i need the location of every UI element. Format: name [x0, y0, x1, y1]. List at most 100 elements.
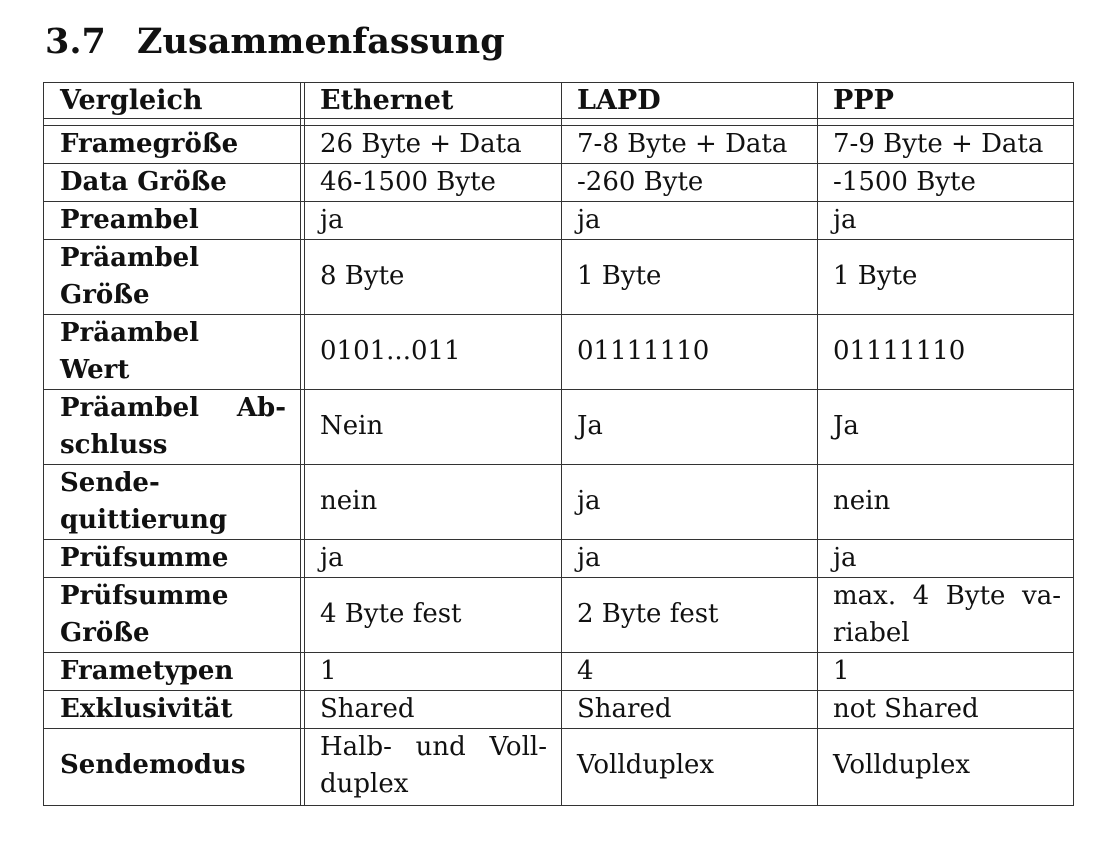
table-cell-text: ja [320, 542, 344, 573]
table-row-rule [44, 728, 1073, 729]
table-cell: 4 [561, 652, 817, 690]
table-row-rule [44, 690, 1073, 691]
table-cell: not Shared [817, 690, 1075, 728]
row-label-text: Frametypen [60, 655, 234, 686]
column-header-text: LAPD [577, 84, 661, 116]
table-cell: ja [561, 201, 817, 239]
table-column-rule [304, 82, 305, 805]
table-cell: ja [561, 539, 817, 577]
table-cell: Shared [561, 690, 817, 728]
row-label: Data Größe [44, 163, 300, 201]
row-label: Sende-quittierung [44, 464, 300, 539]
table-cell: 2 Byte fest [561, 577, 817, 652]
table-column-rule [817, 82, 818, 805]
table-row-rule [44, 201, 1073, 202]
table-cell-text: Nein [320, 411, 384, 441]
table-cell-text: 46-1500 Byte [320, 166, 496, 197]
table-cell: 26 Byte + Data [304, 125, 561, 163]
table-cell-text: 2 Byte fest [577, 599, 719, 629]
row-label: Frametypen [44, 652, 300, 690]
row-label-text: Sende-quittierung [60, 467, 228, 535]
column-header-ppp: PPP [817, 82, 1075, 118]
table-cell-text: Vollduplex [577, 750, 715, 780]
column-header-text: Ethernet [320, 84, 454, 116]
table-cell: -1500 Byte [817, 163, 1075, 201]
table-cell-text: 1 Byte [833, 261, 918, 291]
table-border-top [44, 82, 1073, 83]
table-cell: Ja [817, 389, 1075, 464]
table-cell-text: 1 [833, 655, 850, 686]
table-cell-text: 01111110 [577, 336, 710, 366]
table-row-rule [44, 239, 1073, 240]
column-header-text: PPP [833, 84, 894, 116]
table-cell: 1 Byte [561, 239, 817, 314]
table-cell-text: Shared [320, 693, 415, 724]
table-cell: 7-8 Byte + Data [561, 125, 817, 163]
table-cell-text: 26 Byte + Data [320, 128, 522, 159]
table-cell-text: ja [320, 204, 344, 235]
row-label: Sendemodus [44, 728, 300, 803]
table-cell-text: Ja [577, 411, 603, 441]
table-cell-text: 7-9 Byte + Data [833, 128, 1044, 159]
table-cell-text: 8 Byte [320, 261, 405, 291]
table-cell-text: -1500 Byte [833, 166, 976, 197]
table-row-rule [44, 314, 1073, 315]
column-header-lapd: LAPD [561, 82, 817, 118]
table-cell-text: not Shared [833, 693, 979, 724]
table-cell-text: 1 Byte [577, 261, 662, 291]
table-cell: ja [304, 539, 561, 577]
row-label-text: Prüfsumme [60, 542, 229, 573]
row-label: Framegröße [44, 125, 300, 163]
table-cell: 7-9 Byte + Data [817, 125, 1075, 163]
table-cell: 1 [817, 652, 1075, 690]
section-number: 3.7 [45, 21, 106, 62]
table-cell-text: -260 Byte [577, 166, 704, 197]
table-cell: 1 [304, 652, 561, 690]
table-cell: 8 Byte [304, 239, 561, 314]
table-row-rule [44, 389, 1073, 390]
table-cell: Ja [561, 389, 817, 464]
table-cell: Nein [304, 389, 561, 464]
table-cell-text: Vollduplex [833, 750, 971, 780]
table-cell: 46-1500 Byte [304, 163, 561, 201]
table-row-rule [44, 577, 1073, 578]
table-cell: 01111110 [561, 314, 817, 389]
table-row-rule [44, 464, 1073, 465]
table-header-rule [44, 118, 1073, 119]
table-cell-text: ja [577, 542, 601, 573]
table-row-rule [44, 652, 1073, 653]
row-label-text: Exklusivität [60, 693, 233, 724]
table-cell-text: nein [320, 486, 378, 516]
table-cell: ja [561, 464, 817, 539]
table-cell-text: 7-8 Byte + Data [577, 128, 788, 159]
comparison-table: Vergleich Ethernet LAPD PPP Framegröße 26 Byt… [43, 82, 1074, 806]
table-column-rule [300, 82, 301, 805]
table-cell: Vollduplex [817, 728, 1075, 803]
table-cell: 0101...011 [304, 314, 561, 389]
section-title: Zusammenfassung [137, 21, 505, 62]
table-cell-text: 01111110 [833, 336, 966, 366]
row-label: Exklusivität [44, 690, 300, 728]
table-cell-text: ja [833, 204, 857, 235]
table-cell-text: 0101...011 [320, 336, 461, 366]
column-header-text: Vergleich [60, 84, 203, 116]
table-cell: Shared [304, 690, 561, 728]
table-column-rule [561, 82, 562, 805]
table-cell: ja [817, 201, 1075, 239]
section-heading: 3.7 Zusammenfassung [45, 18, 505, 66]
row-label-text: Framegröße [60, 128, 239, 159]
table-cell-text: nein [833, 486, 891, 516]
table-cell: -260 Byte [561, 163, 817, 201]
table-cell: 01111110 [817, 314, 1075, 389]
table-cell: Vollduplex [561, 728, 817, 803]
table-cell-text: ja [833, 542, 857, 573]
row-label-text: Sendemodus [60, 750, 246, 780]
